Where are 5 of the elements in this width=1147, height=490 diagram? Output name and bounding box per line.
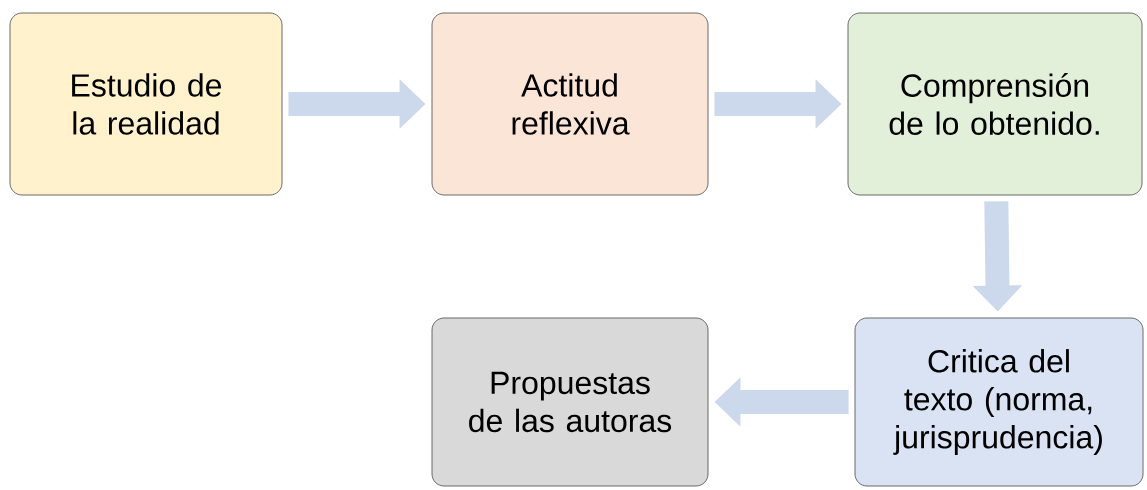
process-box: Propuestas de las autoras (431, 317, 709, 487)
process-box: Actitud reflexiva (431, 12, 709, 196)
process-box: Estudio de la realidad (9, 12, 283, 196)
process-box: Critica del texto (norma, jurisprudencia) (854, 317, 1144, 487)
process-box: Comprensión de lo obtenido. (847, 12, 1143, 196)
